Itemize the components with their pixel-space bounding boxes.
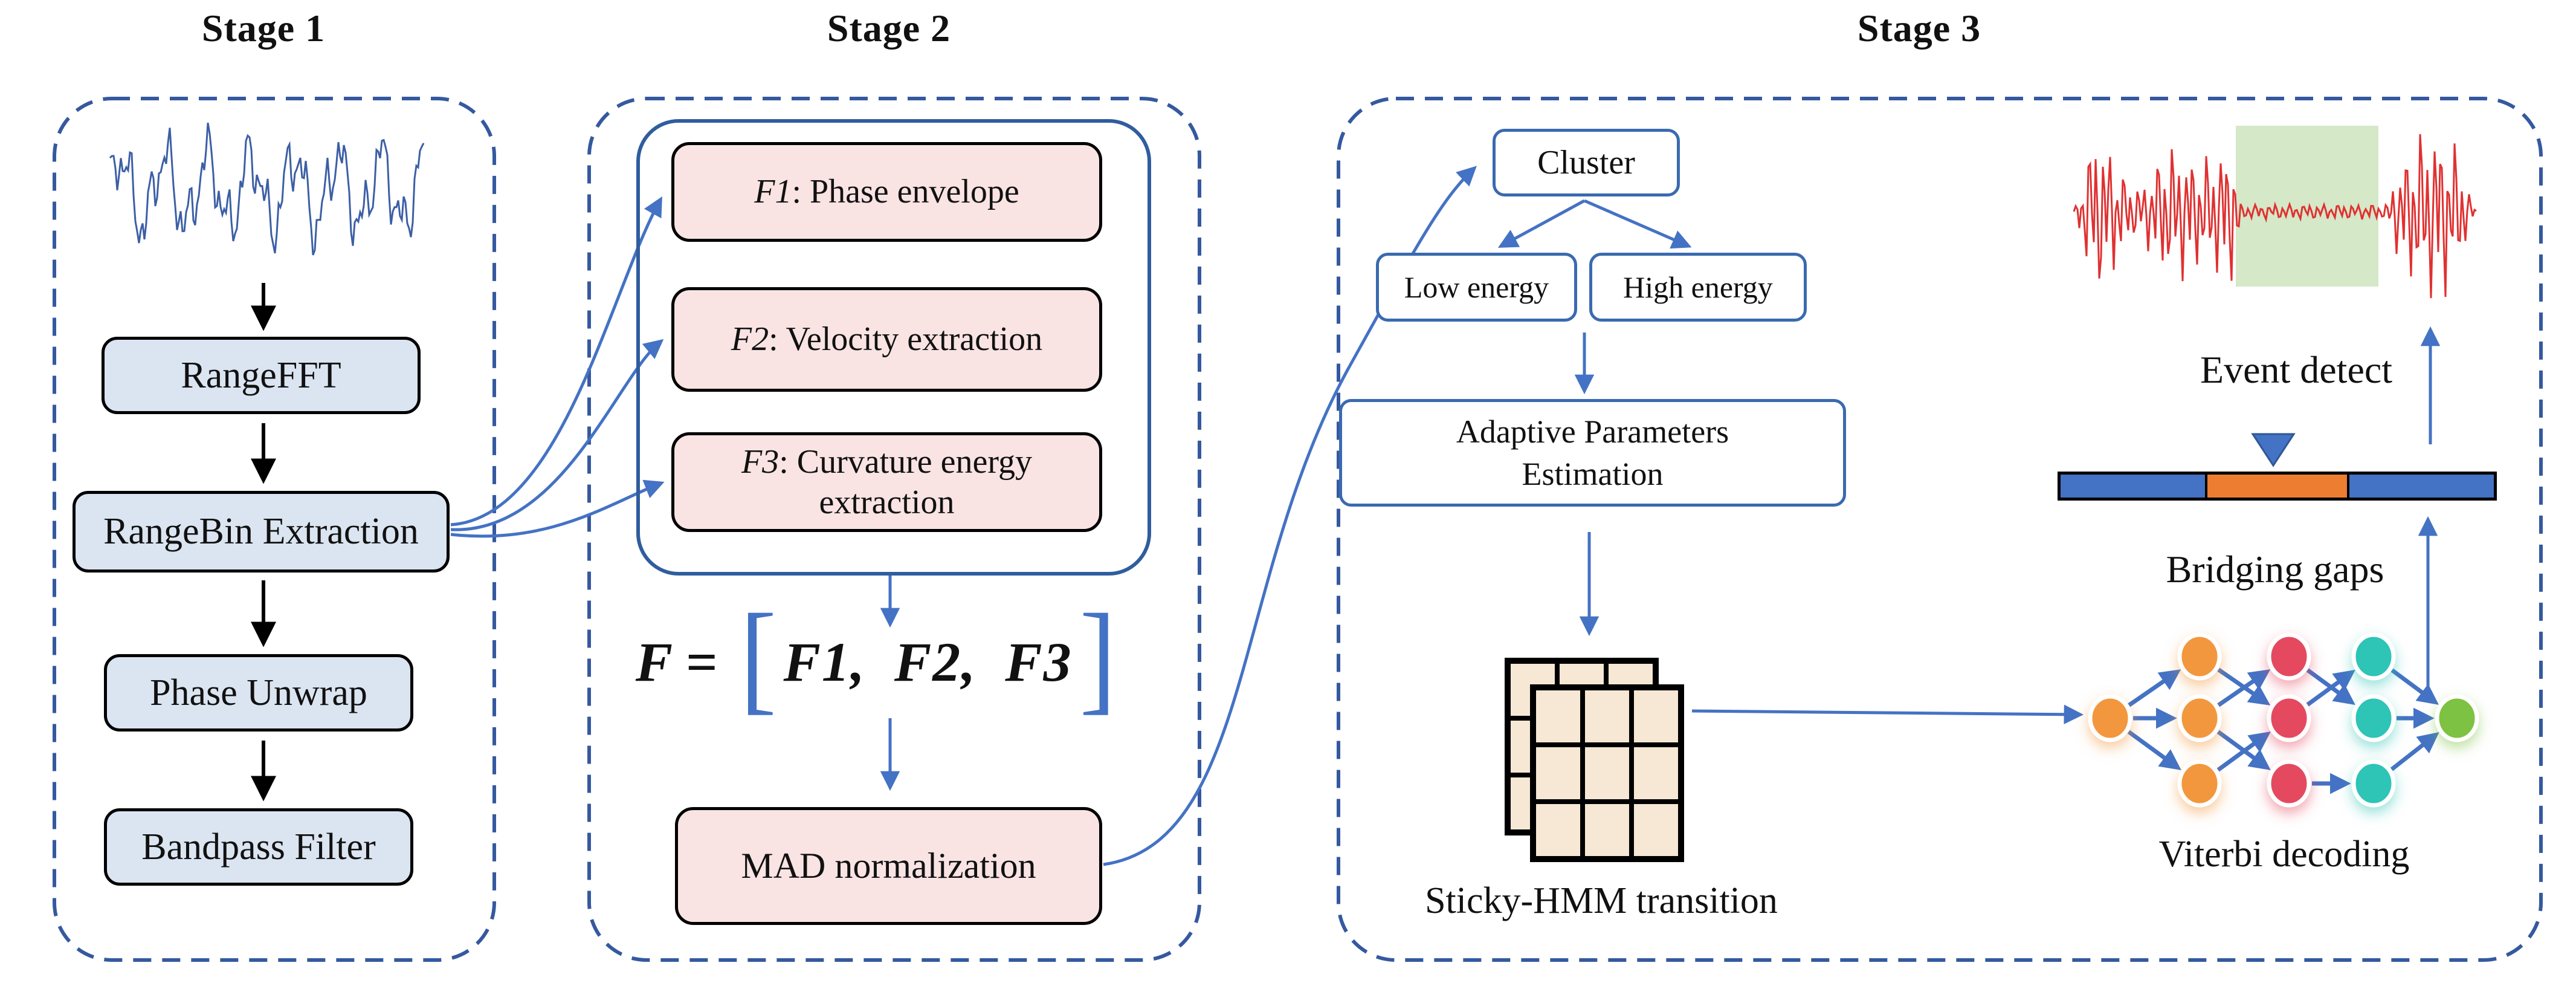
mad-normalization-box: MAD normalization [675, 807, 1102, 925]
rangefft-label: RangeFFT [181, 354, 341, 396]
f3-prefix: F3 [741, 443, 780, 481]
bandpass-filter-box: Bandpass Filter [104, 808, 413, 886]
f3-label: : Curvature energy extraction [779, 443, 1033, 521]
hmm-cell [1583, 802, 1632, 858]
event-highlight-region [2236, 126, 2378, 287]
viterbi-node-c41 [2351, 694, 2396, 742]
feature-curve-to-f1 [450, 196, 662, 527]
high-energy-box: High energy [1589, 253, 1807, 322]
phase-unwrap-box: Phase Unwrap [104, 654, 413, 732]
low-energy-box: Low energy [1376, 253, 1577, 322]
adaptive-parameters-box: Adaptive Parameters Estimation [1339, 399, 1846, 507]
hmm-cell [1583, 688, 1632, 745]
feature-f3-box: F3: Curvature energy extraction [671, 432, 1102, 532]
viterbi-edge [2216, 731, 2271, 772]
gap-pointer-triangle-icon [2251, 433, 2296, 467]
hmm-cell [1534, 745, 1583, 802]
high-energy-label: High energy [1623, 270, 1773, 304]
viterbi-node-c20 [2177, 632, 2222, 681]
formula-open-bracket: [ [740, 588, 777, 726]
viterbi-node-c22 [2177, 759, 2222, 808]
feature-vector-formula: F = [ F1, F2, F3 ] [622, 588, 1136, 726]
rangebin-label: RangeBin Extraction [103, 511, 419, 552]
feature-f2-box: F2: Velocity extraction [671, 287, 1102, 392]
mad-label: MAD normalization [741, 846, 1036, 886]
viterbi-edge [2306, 668, 2355, 706]
viterbi-edge [2127, 730, 2181, 771]
feature-group-box [636, 119, 1151, 576]
bandpass-label: Bandpass Filter [141, 826, 376, 868]
cluster-to-high-arrow [1584, 199, 1692, 249]
adaptive-label-line2: Estimation [1522, 456, 1664, 492]
event-detect-label: Event detect [2200, 348, 2393, 391]
cluster-to-low-arrow [1497, 199, 1586, 248]
viterbi-decoding-label: Viterbi decoding [2158, 834, 2410, 875]
hmm-to-viterbi-arrow [1691, 704, 2084, 725]
hmm-cell [1583, 745, 1632, 802]
feature-curve-to-f3 [450, 479, 665, 538]
viterbi-edge [2217, 669, 2271, 707]
stage2-title: Stage 2 [827, 7, 951, 50]
rangefft-box: RangeFFT [102, 337, 421, 414]
phase-unwrap-label: Phase Unwrap [150, 672, 367, 713]
low-energy-label: Low energy [1404, 270, 1549, 304]
viterbi-edge [2306, 669, 2355, 707]
stage3-title: Stage 3 [1857, 7, 1981, 50]
f2-label: : Velocity extraction [769, 320, 1043, 358]
bridging-gaps-bar [2058, 472, 2497, 501]
cluster-label: Cluster [1537, 144, 1635, 181]
bar-segment-blue-right [2349, 475, 2494, 498]
hmm-cell [1534, 688, 1583, 745]
formula-close-bracket: ] [1079, 588, 1116, 726]
feature-f1-box: F1: Phase envelope [671, 142, 1102, 242]
viterbi-edge [2390, 668, 2439, 705]
bar-segment-blue-left [2061, 475, 2206, 498]
viterbi-edge [2216, 730, 2271, 771]
formula-lhs: F = [635, 631, 717, 693]
cluster-box: Cluster [1493, 129, 1680, 196]
viterbi-node-in [2088, 694, 2132, 742]
feature-curve-to-f2 [450, 339, 664, 531]
adaptive-label-line1: Adaptive Parameters [1456, 413, 1729, 450]
f1-prefix: F1 [754, 173, 792, 211]
sticky-hmm-label: Sticky-HMM transition [1425, 880, 1778, 921]
viterbi-edge [2390, 732, 2439, 771]
hmm-matrix-front-icon [1530, 684, 1684, 862]
stage1-title: Stage 1 [201, 7, 326, 50]
viterbi-node-c21 [2177, 694, 2222, 742]
viterbi-node-c30 [2267, 632, 2311, 681]
bar-segment-orange-gap [2205, 475, 2350, 498]
viterbi-node-out [2435, 694, 2479, 742]
viterbi-edge [2217, 667, 2271, 706]
formula-body: F1, F2, F3 [783, 631, 1073, 693]
bridging-gaps-label: Bridging gaps [2166, 548, 2384, 591]
viterbi-node-c42 [2351, 759, 2396, 808]
viterbi-node-c31 [2267, 694, 2311, 742]
hmm-cell [1632, 745, 1680, 802]
viterbi-node-c32 [2267, 759, 2311, 808]
input-waveform-icon [109, 122, 425, 256]
f1-label: : Phase envelope [792, 173, 1019, 211]
hmm-cell [1632, 688, 1680, 745]
rangebin-extraction-box: RangeBin Extraction [73, 491, 450, 573]
hmm-cell [1534, 802, 1583, 858]
f2-prefix: F2 [731, 320, 769, 358]
viterbi-edge [2128, 669, 2181, 707]
viterbi-node-c40 [2351, 632, 2396, 681]
hmm-cell [1632, 802, 1680, 858]
output-waveform-icon [2073, 134, 2477, 299]
